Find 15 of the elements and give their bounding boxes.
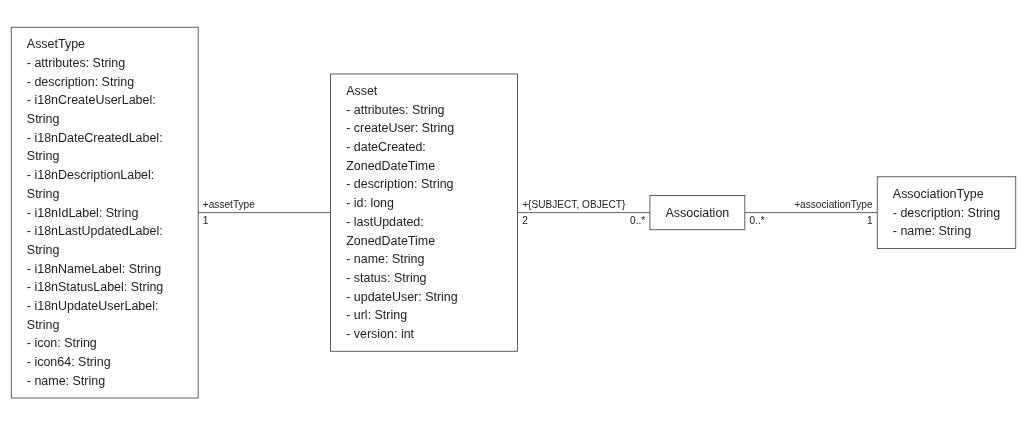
multiplicity-label: 1 <box>866 215 873 227</box>
role-label: +associationType <box>794 198 873 210</box>
role-label: +{SUBJECT, OBJECT} <box>522 198 626 210</box>
multiplicity-label: 0..* <box>630 215 646 227</box>
class-box: Association <box>649 194 746 231</box>
multiplicity-label: 0..* <box>749 215 765 227</box>
multiplicity-label: 2 <box>522 215 528 227</box>
association-line <box>744 212 878 213</box>
role-label: +assetType <box>202 198 255 210</box>
class-box: Asset - attributes: String - createUser: String - dateCreated: ZonedDateTime - description: String - id: long - lastUpdated: ZonedDateTime - name: String - status: String - updateUser: String - url: String - version: int <box>330 73 518 352</box>
class-box: AssetType - attributes: String - description: String - i18nCreateUserLabel: String - i18nDateCreatedLabel: String - i18nDescriptionLabel: String - i18nIdLabel: String - i18nLastUpdatedLabel: String - i18nNameLabel: String - i18nStatusLabel: String - i18nUpdateUserLabel: String - icon: String - icon64: String - name: String <box>10 26 199 399</box>
association-line <box>197 212 331 213</box>
association-line <box>517 212 651 213</box>
multiplicity-label: 1 <box>202 215 209 227</box>
class-box: AssociationType - description: String - name: String <box>876 176 1017 249</box>
